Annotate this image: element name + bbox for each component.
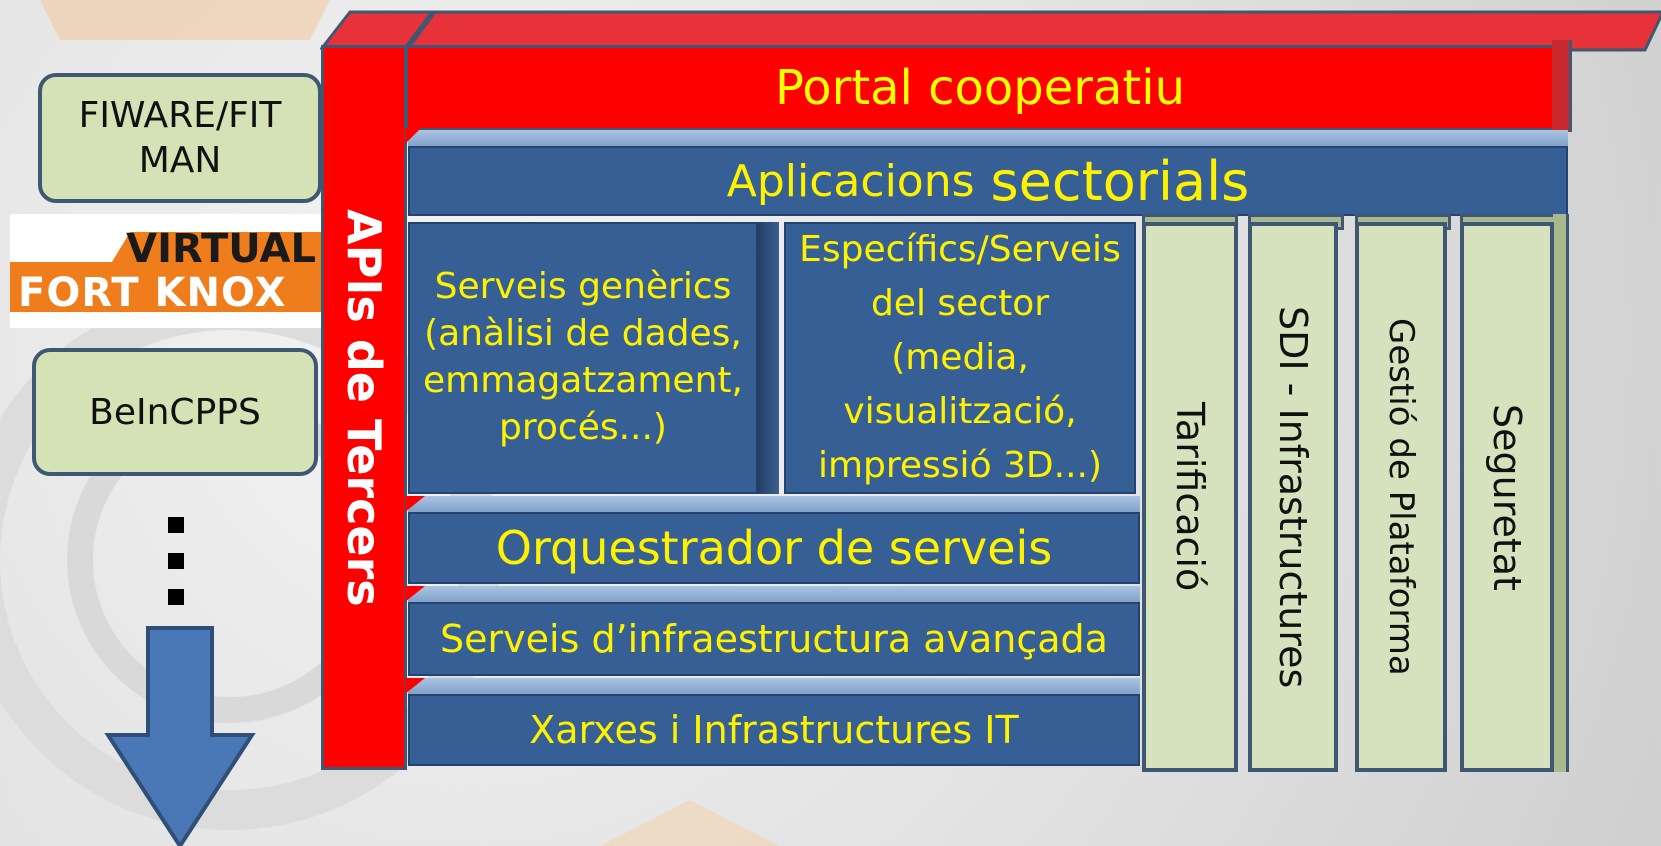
portal-cooperatiu-bar: Portal cooperatiu bbox=[405, 45, 1555, 131]
serveis-generics-line1: Serveis genèrics bbox=[434, 266, 732, 308]
sdi-infrastructures-bar: SDI - Infrastructures bbox=[1248, 222, 1338, 772]
infraestructura-slab: Serveis d’infraestructura avançada bbox=[408, 602, 1140, 676]
beincpps-label: BeInCPPS bbox=[89, 391, 261, 433]
orquestrador-label: Orquestrador de serveis bbox=[495, 521, 1053, 575]
red-edge-markers bbox=[405, 128, 425, 694]
serveis-generics-line3: emmagatzament, bbox=[423, 360, 743, 401]
fiware-fitman-box: FIWARE/FIT MAN bbox=[38, 73, 322, 203]
gestio-plataforma-bar: Gestió de Plataforma bbox=[1355, 222, 1447, 772]
xarxes-slab-top bbox=[408, 678, 1140, 696]
virtual-fort-knox-logo: VIRTUAL FORT KNOX bbox=[10, 214, 330, 328]
seguretat-bar: Seguretat bbox=[1460, 222, 1554, 772]
especifics-line3: (media, bbox=[891, 337, 1029, 378]
tarificacio-bar: Tarificació bbox=[1142, 222, 1238, 772]
fiware-fitman-label: FIWARE/FIT MAN bbox=[78, 95, 282, 181]
especifics-line2: del sector bbox=[870, 283, 1050, 324]
fortknox-line2: FORT KNOX bbox=[18, 270, 287, 316]
apis-de-tercers-bar: APIs de Tercers bbox=[321, 45, 407, 770]
portal-cooperatiu-label: Portal cooperatiu bbox=[774, 60, 1185, 116]
orquestrador-slab-top bbox=[408, 496, 1140, 514]
aplicacions-word: Aplicacions bbox=[726, 155, 975, 207]
apis-de-tercers-label: APIs de Tercers bbox=[337, 208, 391, 607]
serveis-generics-line2: (anàlisi de dades, bbox=[424, 313, 742, 355]
tarificacio-label: Tarificació bbox=[1168, 402, 1212, 592]
gestio-plataforma-label: Gestió de Plataforma bbox=[1381, 318, 1421, 676]
orquestrador-slab: Orquestrador de serveis bbox=[408, 512, 1140, 584]
seguretat-label: Seguretat bbox=[1485, 403, 1529, 591]
aplicacions-slab-top bbox=[408, 130, 1568, 148]
especifics-block: Específics/Serveis del sector (media, vi… bbox=[784, 222, 1136, 494]
serveis-generics-block: Serveis genèrics (anàlisi de dades, emma… bbox=[408, 222, 758, 494]
sectorials-word: sectorials bbox=[990, 149, 1250, 213]
beincpps-box: BeInCPPS bbox=[32, 348, 318, 476]
down-arrow-icon bbox=[104, 626, 256, 846]
especifics-line1: Específics/Serveis bbox=[799, 229, 1121, 270]
especifics-line4: visualització, bbox=[843, 391, 1077, 432]
vertical-ellipsis-icon bbox=[168, 517, 186, 607]
seguretat-3d-side bbox=[1553, 214, 1569, 772]
portal-3d-side bbox=[1552, 40, 1572, 132]
sdi-infrastructures-label: SDI - Infrastructures bbox=[1271, 305, 1315, 689]
xarxes-label: Xarxes i Infrastructures IT bbox=[529, 708, 1019, 752]
aplicacions-sectorials-slab: Aplicacions sectorials bbox=[408, 146, 1568, 216]
infraestructura-slab-top bbox=[408, 586, 1140, 604]
serveis-generics-line4: procés...) bbox=[499, 406, 667, 448]
especifics-line5: impressió 3D...) bbox=[817, 445, 1103, 486]
infraestructura-label: Serveis d’infraestructura avançada bbox=[440, 617, 1108, 661]
serveis-generics-side bbox=[757, 222, 779, 494]
xarxes-slab: Xarxes i Infrastructures IT bbox=[408, 694, 1140, 766]
fortknox-line1: VIRTUAL bbox=[126, 226, 316, 272]
